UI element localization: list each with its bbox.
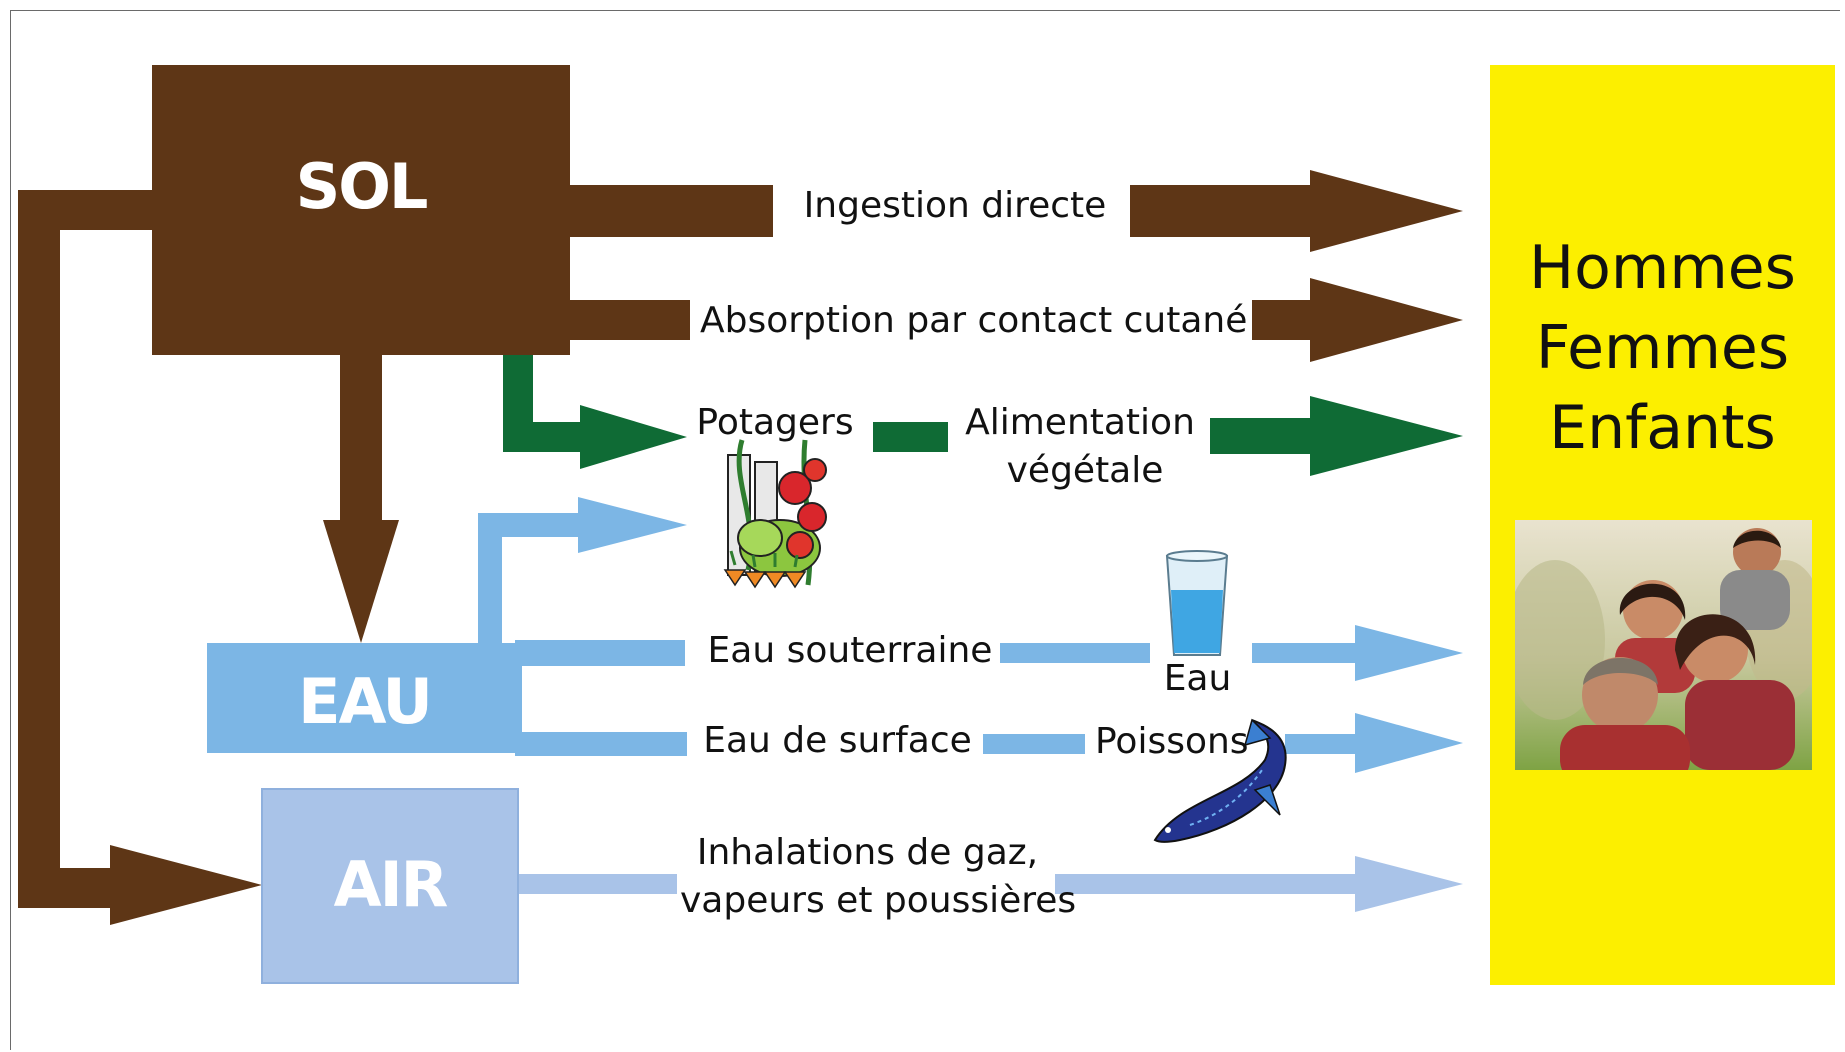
air-box xyxy=(261,788,519,984)
absorption-label: Absorption par contact cutané xyxy=(700,300,1248,341)
fish-label: Poissons xyxy=(1095,721,1249,762)
vegetable-food-label-2: végétale xyxy=(1006,450,1164,491)
air-label: AIR xyxy=(333,848,449,921)
drinking-water-label: Eau xyxy=(1163,658,1232,699)
vegetable-food-label-1: Alimentation xyxy=(965,402,1195,443)
water-label: EAU xyxy=(298,665,433,738)
soil-to-air-arrow xyxy=(18,190,262,925)
diagram-frame xyxy=(10,10,1840,1050)
inhalation-label-2: vapeurs et poussières xyxy=(680,880,1077,921)
vegetable-garden-icon xyxy=(723,439,827,589)
groundwater-arrow xyxy=(515,625,1463,681)
absorption-arrow xyxy=(565,278,1463,362)
soil-to-water-arrow xyxy=(323,350,399,643)
inhalation-label-1: Inhalations de gaz, xyxy=(696,832,1039,873)
inhalation-arrow xyxy=(515,856,1463,912)
target-women-label: Femmes xyxy=(1535,313,1790,383)
target-men-label: Hommes xyxy=(1529,233,1796,303)
water-to-garden-arrow xyxy=(478,497,687,643)
target-children-label: Enfants xyxy=(1549,393,1776,463)
family-photo xyxy=(1515,520,1812,770)
soil-box xyxy=(152,65,570,355)
ingestion-arrow xyxy=(565,170,1463,252)
soil-label: SOL xyxy=(295,150,429,223)
groundwater-label: Eau souterraine xyxy=(707,630,993,671)
surface-water-label: Eau de surface xyxy=(703,720,972,761)
ingestion-label: Ingestion directe xyxy=(803,185,1107,226)
fish-icon xyxy=(1153,718,1287,843)
garden-arrow xyxy=(503,352,1463,476)
water-glass-icon xyxy=(1165,550,1229,656)
garden-label: Potagers xyxy=(696,402,854,443)
target-population-panel: Hommes Femmes Enfants xyxy=(1490,65,1835,985)
surface-water-arrow xyxy=(515,713,1463,773)
water-box xyxy=(207,643,522,753)
